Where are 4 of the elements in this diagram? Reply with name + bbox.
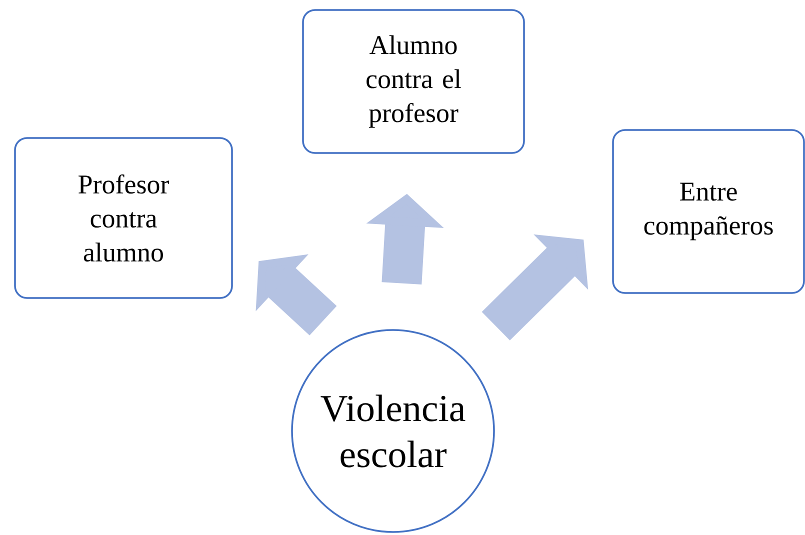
text-box: Alumno contra el profesor xyxy=(302,9,525,154)
circle-node: Violencia escolar xyxy=(291,329,495,533)
text-box: Profesor contra alumno xyxy=(14,137,233,299)
text-box: Entre compañeros xyxy=(612,129,805,294)
